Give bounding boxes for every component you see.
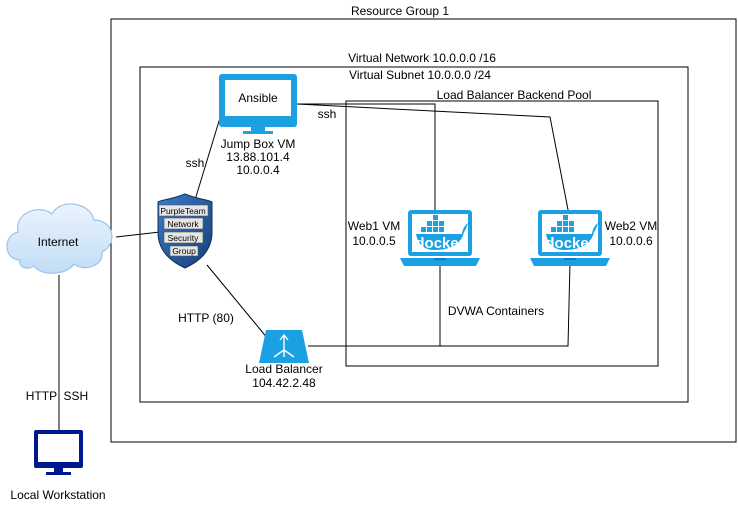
web1-docker-icon (416, 215, 468, 250)
jumpbox-screen-label: Ansible (238, 91, 278, 105)
internet-label: Internet (38, 235, 79, 249)
web2-name: Web2 VM (605, 219, 657, 233)
edge-nsg-loadbalancer (206, 264, 274, 346)
virtual-subnet-label: Virtual Subnet 10.0.0.0 /24 (349, 68, 491, 82)
jumpbox-public-ip: 13.88.101.4 (226, 150, 290, 164)
workstation-monitor-icon (34, 430, 83, 475)
web2-docker-icon (546, 215, 598, 250)
jumpbox-monitor-icon (219, 74, 297, 134)
web1-ip: 10.0.0.5 (352, 234, 396, 248)
backend-pool-boundary (345, 100, 659, 367)
web2-ip: 10.0.0.6 (609, 234, 653, 248)
ssh-label-nsg-jumpbox: ssh (186, 156, 205, 170)
nsg-line-1: PurpleTeam (160, 206, 205, 216)
edge-lb-web2 (440, 261, 571, 347)
jumpbox-private-ip: 10.0.0.4 (236, 163, 280, 177)
load-balancer-icon (259, 330, 309, 363)
load-balancer-name: Load Balancer (245, 362, 322, 376)
web1-name: Web1 VM (348, 219, 400, 233)
edge-jumpbox-web1 (297, 103, 436, 230)
edge-nsg-jumpbox (194, 107, 224, 201)
internet-cloud-icon (6, 203, 113, 274)
web1-docker-text: docker (415, 235, 464, 252)
load-balancer-ip: 104.42.2.48 (252, 376, 316, 390)
nsg-line-4: Group (172, 246, 196, 256)
http-label-nsg-lb: HTTP (80) (178, 311, 234, 325)
web2-docker-text: docker (545, 235, 594, 252)
shield-icon (157, 193, 213, 269)
workstation-label: Local Workstation (10, 488, 105, 502)
nsg-line-2: Network (167, 219, 199, 229)
resource-group-label: Resource Group 1 (351, 4, 449, 18)
edge-internet-nsg (115, 231, 161, 238)
ssh-label-jumpbox-web: ssh (318, 107, 337, 121)
nsg-line-3: Security (168, 233, 199, 243)
edge-jumpbox-web2 (296, 103, 571, 221)
workstation-protocols-label: HTTP SSH (26, 389, 88, 403)
jumpbox-name: Jump Box VM (221, 137, 296, 151)
virtual-network-label: Virtual Network 10.0.0.0 /16 (348, 51, 496, 65)
dvwa-containers-label: DVWA Containers (448, 304, 544, 318)
backend-pool-label: Load Balancer Backend Pool (437, 88, 592, 102)
